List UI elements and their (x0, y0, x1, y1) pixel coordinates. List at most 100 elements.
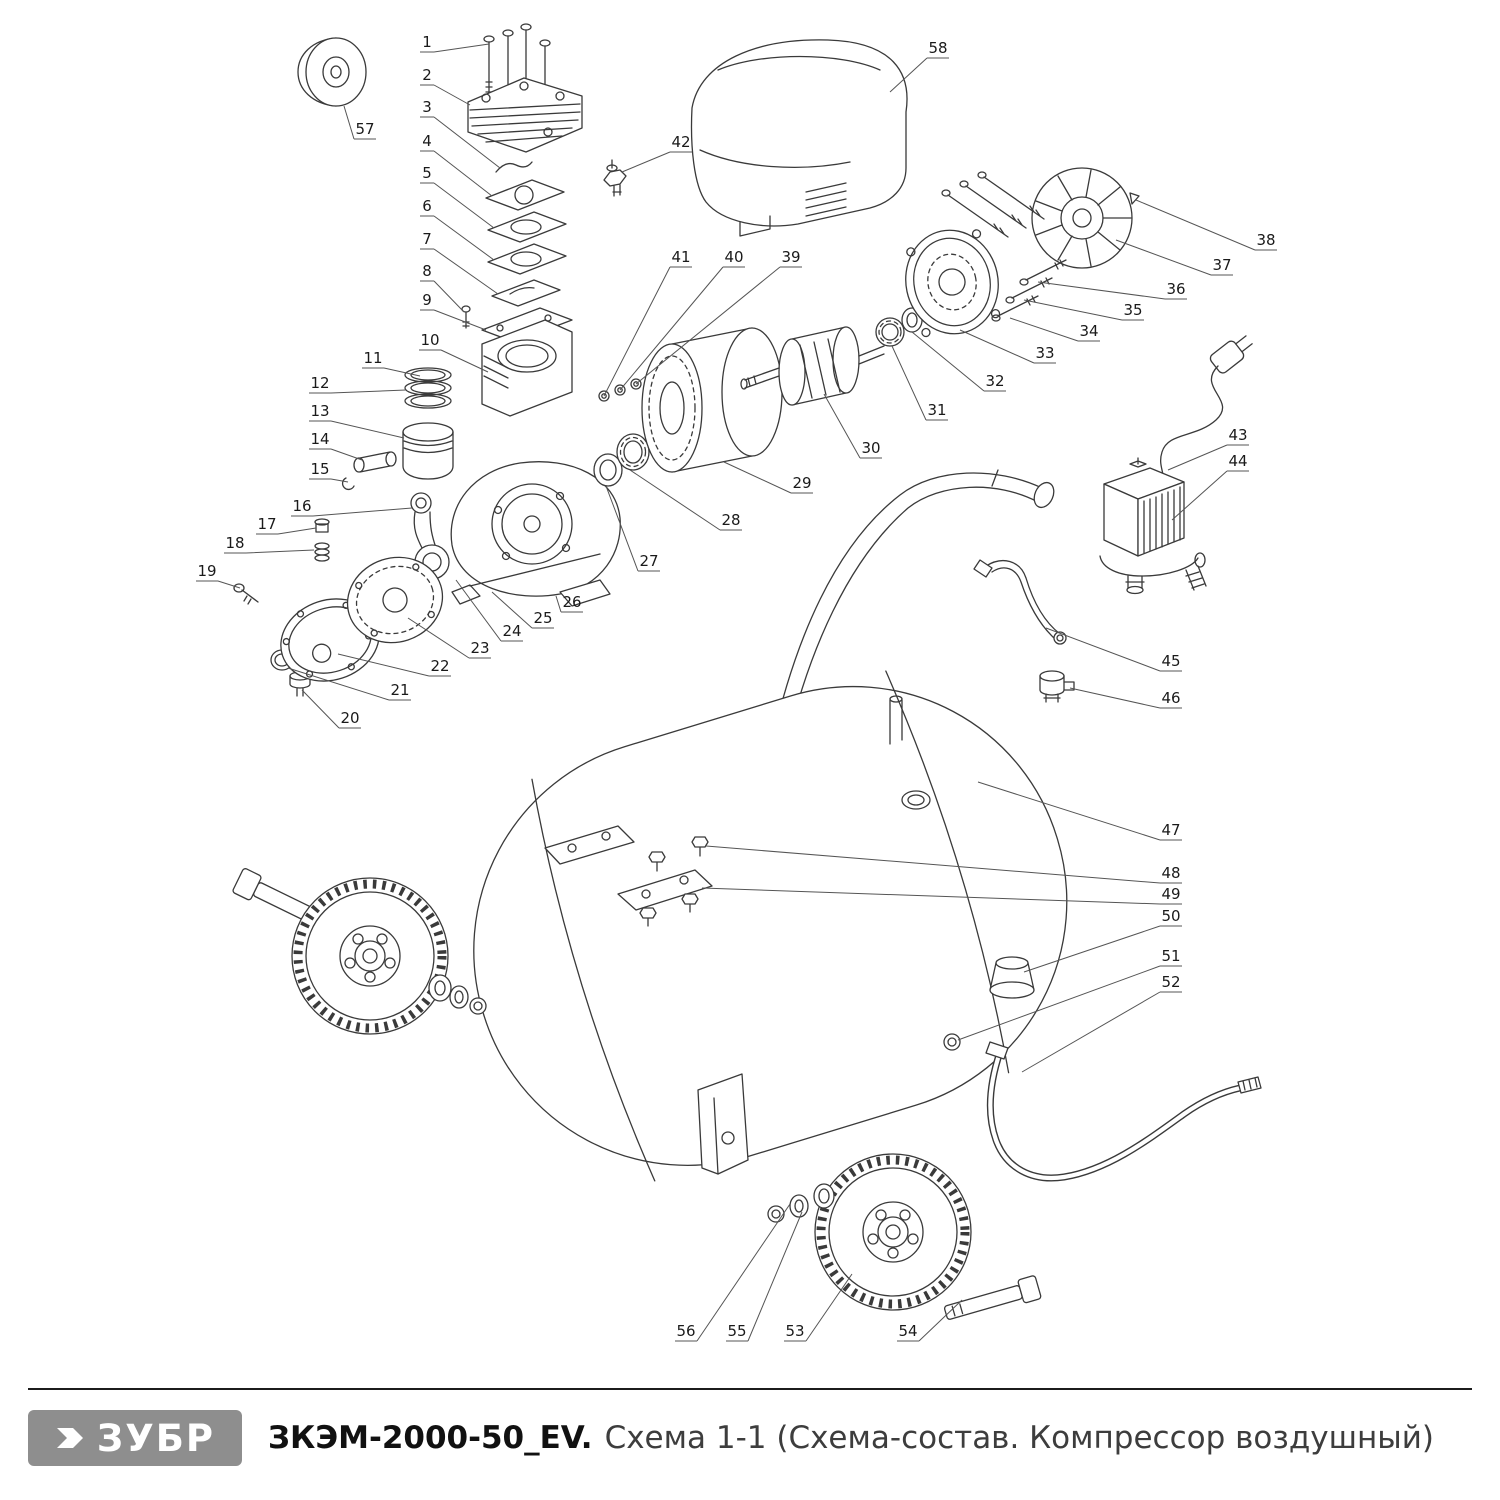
callout-label: 40 (724, 248, 743, 266)
callout-label: 36 (1166, 280, 1185, 298)
callout-label: 56 (676, 1322, 695, 1340)
callout-label: 28 (721, 511, 740, 529)
exploded-diagram: 1234567891011121314151617181920212223242… (196, 23, 1277, 1342)
callout-25: 25 (491, 591, 554, 629)
gasket-stack-illustration (461, 161, 567, 329)
callout-52: 52 (1021, 973, 1182, 1073)
callout-44: 44 (1171, 452, 1249, 521)
callout-38: 38 (1135, 199, 1277, 251)
callout-label: 2 (422, 66, 432, 84)
leg-bracket-illustration (697, 1073, 749, 1175)
callout-label: 34 (1079, 322, 1098, 340)
callout-label: 46 (1161, 689, 1180, 707)
left-wheel-illustration (232, 868, 487, 1035)
callout-label: 53 (785, 1322, 804, 1340)
callout-label: 44 (1228, 452, 1247, 470)
callout-16: 16 (291, 497, 413, 517)
outlet-tube-illustration (973, 559, 1067, 645)
callout-label: 18 (225, 534, 244, 552)
mount-brackets-illustration (544, 825, 713, 927)
callout-23: 23 (407, 617, 491, 659)
callout-label: 37 (1212, 256, 1231, 274)
callout-22: 22 (337, 653, 451, 677)
callout-6: 6 (420, 197, 495, 261)
handle-illustration (770, 469, 1055, 750)
callout-11: 11 (362, 349, 421, 377)
callout-39: 39 (635, 248, 802, 385)
callout-label: 49 (1161, 885, 1180, 903)
callout-57: 57 (343, 105, 376, 140)
callout-26: 26 (555, 593, 583, 613)
callout-label: 8 (422, 262, 432, 280)
callout-7: 7 (420, 230, 499, 295)
callout-label: 6 (422, 197, 432, 215)
callout-42: 42 (621, 133, 692, 173)
callout-15: 15 (309, 460, 349, 483)
callout-20: 20 (301, 689, 361, 729)
callout-label: 33 (1035, 344, 1054, 362)
callout-45: 45 (1045, 627, 1182, 672)
callout-label: 7 (422, 230, 432, 248)
callout-50: 50 (1023, 907, 1182, 973)
stator-illustration (641, 327, 783, 473)
callout-18: 18 (224, 534, 315, 554)
piston-rings-illustration (404, 367, 452, 409)
callout-label: 54 (898, 1322, 917, 1340)
callout-label: 41 (671, 248, 690, 266)
callout-19: 19 (196, 562, 241, 589)
air-filter-illustration (297, 37, 367, 107)
callout-label: 48 (1161, 864, 1180, 882)
callout-27: 27 (605, 485, 660, 572)
callout-10: 10 (419, 331, 489, 373)
callout-label: 32 (985, 372, 1004, 390)
callout-54: 54 (897, 1299, 963, 1342)
brand-arrow-icon (56, 1428, 83, 1448)
cover-screws-illustration (991, 259, 1067, 322)
callout-55: 55 (726, 1211, 803, 1342)
callout-35: 35 (1023, 299, 1144, 321)
callout-label: 57 (355, 120, 374, 138)
callout-label: 51 (1161, 947, 1180, 965)
callout-37: 37 (1115, 239, 1233, 276)
callout-label: 25 (533, 609, 552, 627)
callout-53: 53 (784, 1273, 853, 1342)
callout-label: 17 (257, 515, 276, 533)
drain-tube-illustration (985, 1041, 1262, 1182)
rubber-foot-illustration (943, 956, 1035, 1051)
callout-28: 28 (629, 469, 742, 531)
callout-label: 10 (420, 331, 439, 349)
callout-9: 9 (420, 291, 487, 331)
callout-46: 46 (1069, 687, 1182, 709)
callout-label: 11 (363, 349, 382, 367)
callout-label: 45 (1161, 652, 1180, 670)
piston-illustration (342, 422, 454, 490)
elbow-fitting-illustration (603, 159, 627, 197)
stator-nuts-illustration (598, 378, 642, 402)
callout-label: 58 (928, 39, 947, 57)
callout-label: 14 (310, 430, 329, 448)
callout-label: 38 (1256, 231, 1275, 249)
callout-label: 20 (340, 709, 359, 727)
callout-label: 24 (502, 622, 521, 640)
callout-label: 23 (470, 639, 489, 657)
callout-51: 51 (957, 947, 1182, 1041)
callout-label: 55 (727, 1322, 746, 1340)
callout-1: 1 (420, 33, 490, 53)
callout-label: 21 (390, 681, 409, 699)
callout-24: 24 (455, 579, 523, 642)
callout-33: 33 (959, 329, 1056, 364)
callout-label: 52 (1161, 973, 1180, 991)
callout-label: 29 (792, 474, 811, 492)
crankcase-covers-illustration (270, 556, 444, 697)
callout-label: 42 (671, 133, 690, 151)
callout-47: 47 (977, 781, 1182, 841)
motor-bearing-illustration (875, 307, 923, 347)
callout-29: 29 (723, 461, 813, 494)
model-number: ЗКЭМ-2000-50_EV. (268, 1420, 593, 1456)
callout-label: 13 (310, 402, 329, 420)
callout-label: 35 (1123, 301, 1142, 319)
callout-label: 30 (861, 439, 880, 457)
right-wheel-illustration (767, 1153, 1042, 1320)
callout-17: 17 (256, 515, 317, 535)
callout-58: 58 (889, 39, 949, 93)
